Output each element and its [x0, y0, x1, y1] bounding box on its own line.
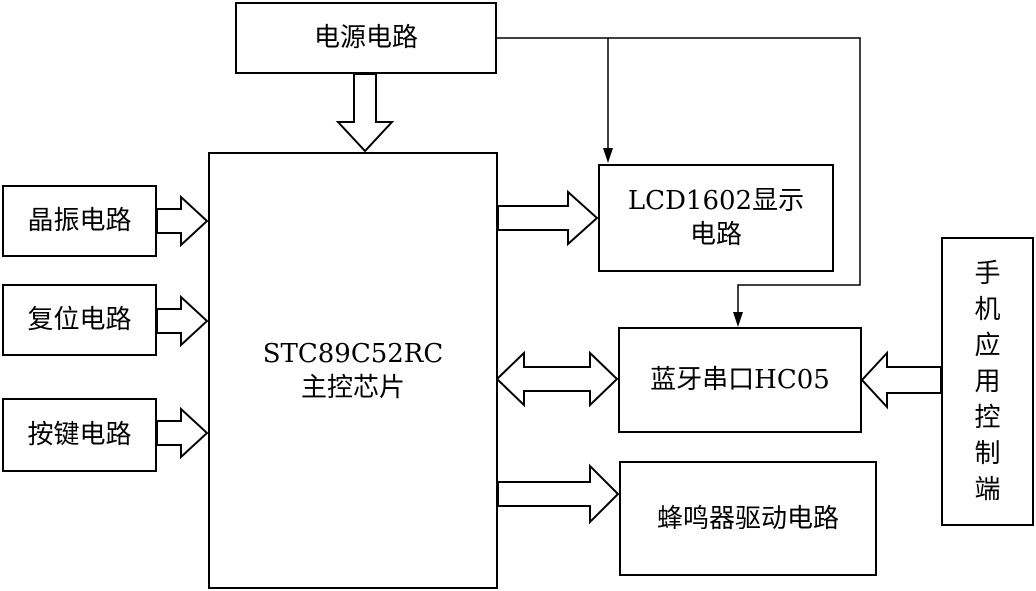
power-to-mcu-arrow — [335, 73, 395, 153]
phone-app-control-block: 手 机 应 用 控 制 端 — [941, 237, 1034, 526]
crystal-circuit-block: 晶振电路 — [2, 185, 157, 257]
buzzer-driver-label: 蜂鸣器驱动电路 — [656, 503, 839, 534]
lcd-display-block: LCD1602显示 电路 — [598, 164, 834, 272]
key-circuit-label: 按键电路 — [27, 420, 132, 450]
power-circuit-label: 电源电路 — [313, 23, 418, 53]
power-circuit-block: 电源电路 — [235, 2, 497, 74]
crystal-to-mcu-arrow — [156, 194, 209, 248]
phone-app-char: 手 — [974, 258, 1001, 289]
reset-circuit-block: 复位电路 — [2, 284, 157, 356]
reset-circuit-label: 复位电路 — [27, 305, 132, 335]
mcu-to-buzzer-arrow — [497, 463, 620, 525]
phone-to-bluetooth-arrow — [860, 350, 942, 410]
phone-app-char: 用 — [974, 366, 1001, 397]
mcu-bluetooth-bidirectional-arrow — [495, 350, 619, 408]
power-to-lcd-wire — [497, 37, 609, 160]
mcu-role-label: 主控芯片 — [300, 372, 405, 403]
bluetooth-label: 蓝牙串口HC05 — [650, 365, 830, 395]
key-circuit-block: 按键电路 — [2, 398, 157, 472]
buzzer-driver-block: 蜂鸣器驱动电路 — [619, 461, 877, 576]
lcd-display-label-line2: 电路 — [689, 220, 742, 250]
power-to-lcd-arrowhead — [603, 148, 613, 163]
power-to-bluetooth-arrowhead — [733, 312, 743, 327]
mcu-block: STC89C52RC 主控芯片 — [208, 152, 498, 589]
phone-app-char: 制 — [974, 438, 1001, 469]
mcu-to-lcd-arrow — [497, 189, 599, 247]
phone-app-char: 应 — [974, 330, 1001, 361]
power-to-bluetooth-wire — [608, 37, 861, 322]
reset-to-mcu-arrow — [156, 294, 209, 348]
crystal-circuit-label: 晶振电路 — [27, 206, 132, 236]
phone-app-char: 端 — [974, 474, 1001, 505]
phone-app-char: 机 — [974, 294, 1001, 325]
bluetooth-block: 蓝牙串口HC05 — [618, 327, 862, 433]
mcu-model-label: STC89C52RC — [262, 338, 444, 369]
phone-app-char: 控 — [974, 402, 1001, 433]
keys-to-mcu-arrow — [156, 406, 209, 460]
lcd-display-label-line1: LCD1602显示 — [627, 186, 805, 216]
